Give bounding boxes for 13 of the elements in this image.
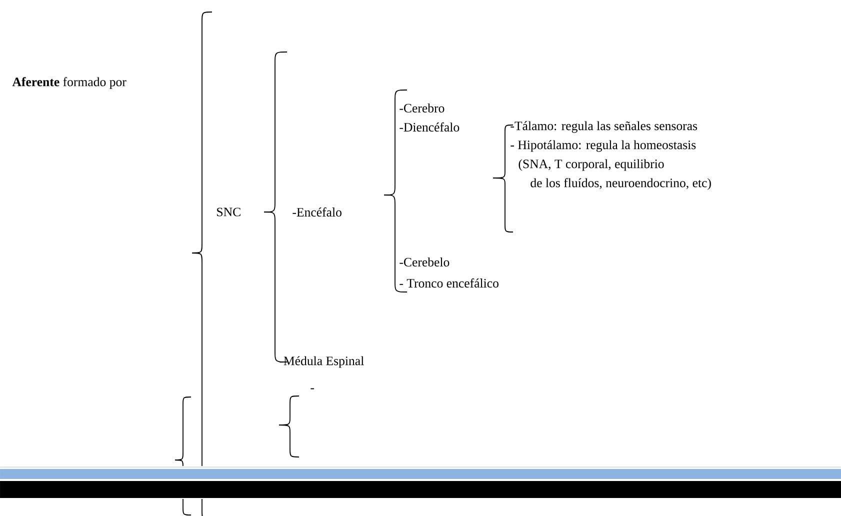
outline-item: -Cerebro [400,104,444,112]
outline-item: SNC [217,208,240,216]
outline-item: -Encéfalo [292,207,342,217]
outline-item: -Cerebelo [400,258,450,266]
outline-item: - Hipotálamo: regula la homeostasis [510,140,696,152]
outline-item: de los fluídos, neuroendocrino, etc) [530,178,711,190]
outline-item: - Tronco encefálico [400,278,498,288]
outline-item: (SNA, T corporal, equilibrio [518,159,664,171]
outline-item: -Tálamo: regula las señales sensoras [510,121,698,133]
outline-item: Aferente formado por [12,77,126,89]
outline-item: -Médula Espinal [280,356,364,368]
outline-item: -Diencéfalo [400,122,460,132]
outline-item: - [310,388,314,390]
